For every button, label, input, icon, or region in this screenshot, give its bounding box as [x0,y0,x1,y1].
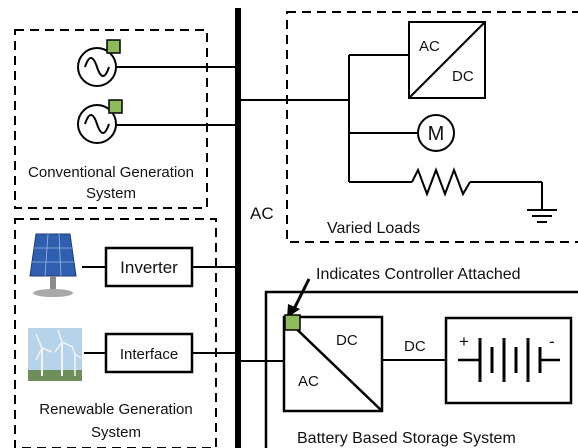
controller-note-arrow [291,278,311,312]
storage-converter-dc-label: DC [336,332,358,349]
storage-title: Battery Based Storage System [297,430,516,447]
ac-bus-label: AC [250,204,274,223]
renewable-generation-boundary [14,218,217,448]
storage-converter-ac-label: AC [298,373,319,390]
ac-generator-icon [77,99,123,144]
renewable-generation-title-line2: System [91,424,141,441]
resistor-icon [411,167,471,197]
storage-boundary [264,290,578,448]
converter-dc-label: DC [452,68,474,85]
interface-label: Interface [120,346,178,363]
battery-icon: + - [444,316,573,405]
dc-link-label: DC [404,338,426,355]
motor-label: M [428,123,445,145]
battery-plus: + [459,332,469,351]
varied-loads-title: Varied Loads [327,220,420,237]
dc-ac-converter: DC AC [282,314,384,413]
inverter-box [104,246,194,288]
ground-icon [527,209,557,223]
controller-note: Indicates Controller Attached [316,266,521,283]
varied-loads-boundary [286,11,578,243]
storage-group: Indicates Controller Attached DC AC DC [238,266,578,448]
ac-generator-icon [77,39,121,87]
renewable-generation-group: Inverter Interface Renewable Generation … [14,218,238,448]
solar-panel-icon [29,233,77,297]
motor-icon: M [417,114,455,152]
converter-ac-label: AC [419,38,440,55]
varied-loads-group: AC DC M Varied Loads [238,11,578,243]
interface-box [104,332,194,374]
controller-indicator [108,99,123,114]
renewable-generation-title-line1: Renewable Generation [39,401,192,418]
battery-minus: - [549,332,555,351]
wind-turbine-icon [28,328,82,381]
conventional-generation-group: Conventional Generation System [14,29,238,209]
controller-indicator [106,39,121,54]
conventional-generation-title-line2: System [86,185,136,202]
controller-indicator [284,314,301,331]
conventional-generation-boundary [14,29,208,209]
ac-dc-converter: AC DC [408,21,486,99]
conventional-generation-title-line1: Conventional Generation [28,164,194,181]
inverter-label: Inverter [120,258,178,277]
